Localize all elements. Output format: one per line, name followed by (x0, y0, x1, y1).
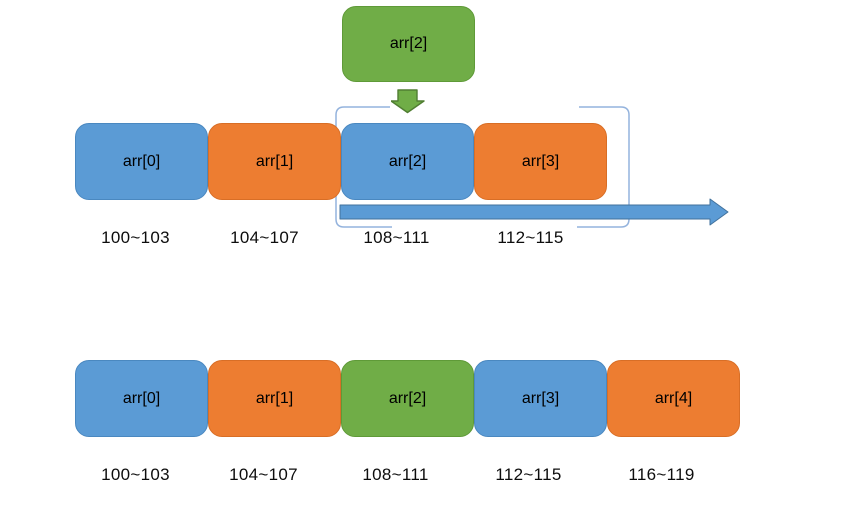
array-cell: arr[4] (607, 360, 740, 437)
array-cell-label: arr[3] (521, 389, 560, 407)
array-cell: arr[2] (341, 123, 474, 200)
memory-address-label: 108~111 (363, 228, 430, 247)
memory-address-label: 104~107 (229, 465, 298, 484)
array-cell-label: arr[0] (122, 389, 161, 407)
array-cell: arr[0] (75, 360, 208, 437)
memory-address-label: 116~119 (628, 465, 695, 484)
memory-address-label: 100~103 (101, 228, 170, 247)
array-cell-label: arr[4] (654, 389, 693, 407)
memory-address-label: 100~103 (101, 465, 170, 484)
array-cell: arr[2] (341, 360, 474, 437)
array-cell: arr[0] (75, 123, 208, 200)
pointer-box-label: arr[2] (389, 35, 428, 52)
memory-address-label: 108~111 (362, 465, 429, 484)
range-bracket-right (577, 106, 630, 228)
array-cell: arr[1] (208, 123, 341, 200)
array-cell-label: arr[1] (255, 152, 294, 170)
down-arrow-icon (391, 89, 425, 114)
array-cell-label: arr[0] (122, 152, 161, 170)
array-cell-label: arr[3] (521, 152, 560, 170)
array-cell: arr[3] (474, 123, 607, 200)
array-cell: arr[1] (208, 360, 341, 437)
array-cell: arr[3] (474, 360, 607, 437)
memory-address-label: 112~115 (497, 228, 564, 247)
memory-address-label: 112~115 (495, 465, 562, 484)
array-cell-label: arr[2] (388, 152, 427, 170)
array-cell-label: arr[1] (255, 389, 294, 407)
array-cell-label: arr[2] (388, 389, 427, 407)
shift-direction-arrow (339, 198, 729, 226)
pointer-box: arr[2] (342, 6, 475, 82)
memory-address-label: 104~107 (230, 228, 299, 247)
